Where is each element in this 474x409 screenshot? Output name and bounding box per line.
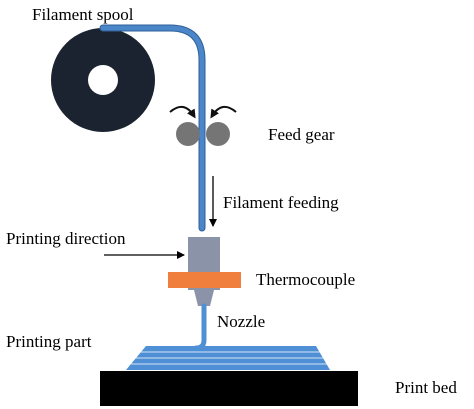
rotation-arrow-left-icon [169, 105, 196, 119]
label-thermocouple: Thermocouple [256, 270, 355, 289]
print-bed [100, 371, 358, 406]
thermocouple-band [168, 272, 241, 288]
spool-hub [88, 65, 118, 95]
label-printing-part: Printing part [6, 332, 92, 351]
label-nozzle: Nozzle [217, 312, 265, 331]
label-filament-feeding: Filament feeding [223, 193, 339, 212]
feed-gear-left [176, 122, 200, 146]
rotation-arrow-right-icon [210, 105, 237, 119]
feed-gear-right [206, 122, 230, 146]
label-feed-gear: Feed gear [268, 125, 335, 144]
filament-strand-core [100, 25, 205, 231]
label-filament-spool: Filament spool [32, 5, 134, 24]
feed-gears [169, 105, 237, 146]
filament-spool [51, 28, 155, 132]
nozzle [194, 290, 214, 306]
printing-part [126, 346, 330, 370]
extruded-filament [193, 303, 207, 351]
label-print-bed: Print bed [395, 378, 457, 397]
label-printing-direction: Printing direction [6, 229, 126, 248]
